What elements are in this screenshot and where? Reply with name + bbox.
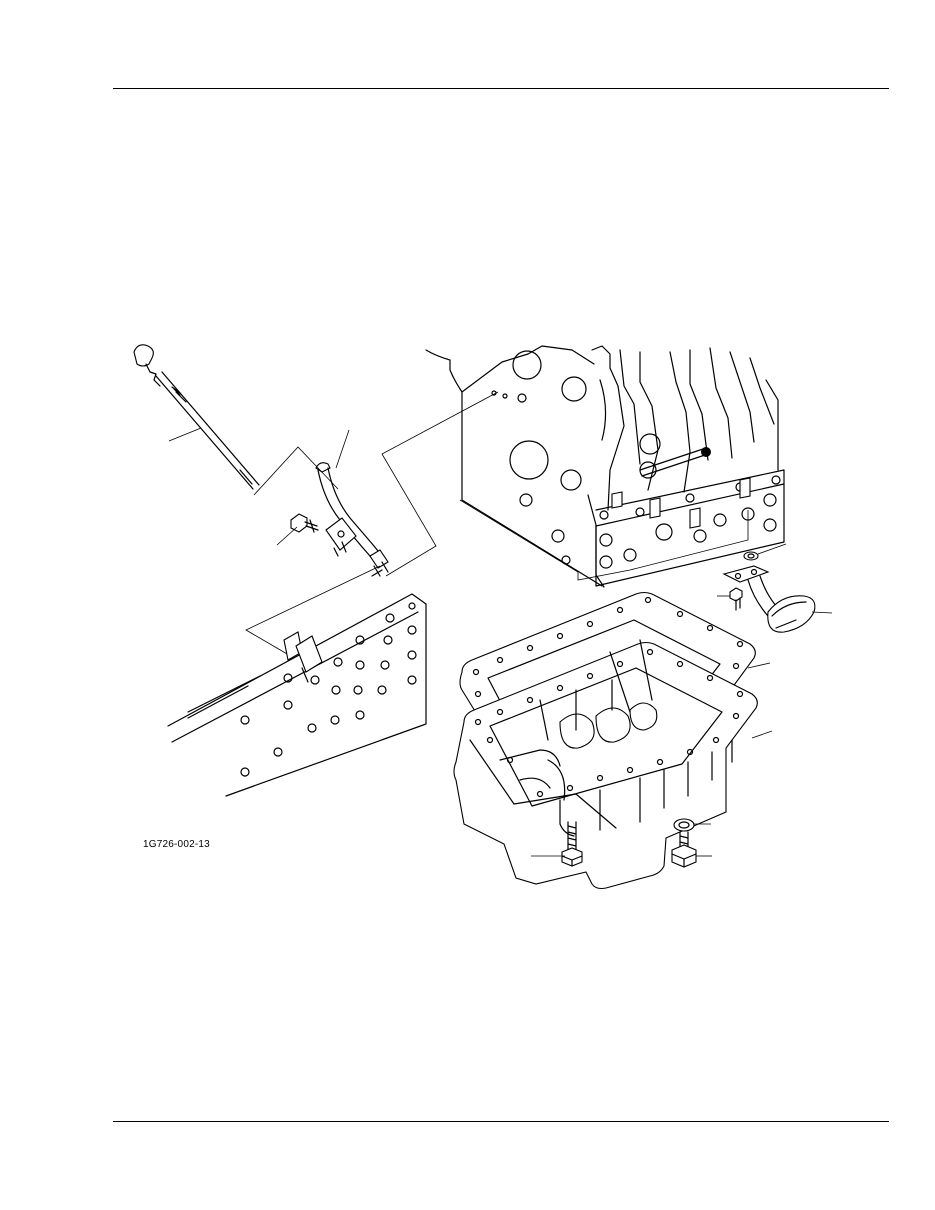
tube-assembly-line [381,391,499,577]
drain-plug [671,831,697,868]
engine-block [425,345,785,588]
bracket-bolt [290,513,319,533]
o-ring-leader [757,543,787,555]
engine-block-side-panel [167,593,427,797]
oil-pan-leader [751,730,773,739]
tube-to-block-line [245,565,381,659]
dipstick-leader [168,427,202,442]
block-to-pan-line [459,499,749,581]
figure-code: 1G726-002-13 [143,839,210,850]
oil-strainer-leader [811,611,833,614]
o-ring [743,551,759,561]
tube-bracket [325,517,357,557]
footer-rule [113,1121,889,1122]
oil-pan-bolt [561,821,583,867]
header-rule [113,88,889,89]
guide-tube-leader [335,429,350,469]
bracket-bolt-leader [276,526,298,546]
dipstick-guide-tube [315,462,389,577]
dipstick [133,344,260,490]
drain-plug-gasket [673,818,695,832]
dipstick-assembly-line [253,446,339,496]
gasket-leader [747,662,771,669]
strainer-bolt [729,587,743,611]
